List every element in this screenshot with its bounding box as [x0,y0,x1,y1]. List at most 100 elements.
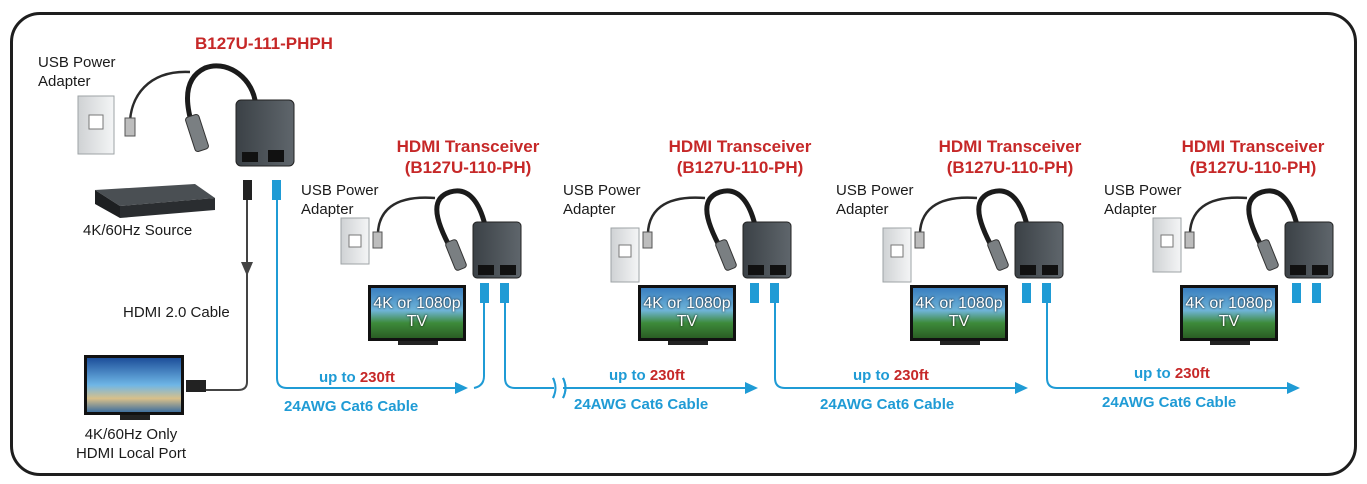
usb-adapter-label: USB Power Adapter [301,181,379,219]
rj45-connector-icon [480,283,489,303]
usb-adapter-line2: Adapter [38,73,91,90]
usb-adapter-line1: USB Power [38,54,116,71]
rj45-connector-icon [750,283,759,303]
tv-label-line2: TV [676,313,698,330]
rj45-connector-icon [1022,283,1031,303]
cat6-cable-lines [473,303,1287,389]
usb-adapter-line2: Adapter [1104,201,1157,218]
transceiver-title-text: HDMI Transceiver [938,137,1082,156]
local-port-line2: HDMI Local Port [75,445,187,462]
usb-adapter-label: USB Power Adapter [563,181,641,219]
transceiver-title-text: HDMI Transceiver [1181,137,1325,156]
wall-outlet-icon [340,217,370,265]
transceiver-model-text: (B127U-110-PH) [676,158,804,177]
usb-adapter-line1: USB Power [301,182,379,199]
rj45-connector-icon [500,283,509,303]
transceiver-device-icon [472,221,522,279]
tv-label-line2: TV [948,313,970,330]
transceiver-device-icon [742,221,792,279]
transceiver-title: HDMI Transceiver (B127U-110-PH) [655,136,825,178]
distance-value: 230ft [1174,365,1210,382]
usb-adapter-line1: USB Power [836,182,914,199]
transceiver-device-icon [1014,221,1064,279]
distance-prefix: up to [1134,365,1171,382]
rj45-connector-icon [1292,283,1301,303]
distance-prefix: up to [319,369,356,386]
distance-prefix: up to [853,367,890,384]
local-port-label: 4K/60Hz Only HDMI Local Port [68,425,194,463]
diagram-frame [10,12,1357,476]
distance-value: 230ft [893,367,929,384]
distance-label: up to 230ft [1134,365,1210,382]
distance-label: up to 230ft [319,369,395,386]
hdmi-plug-icon [445,239,467,271]
tv-icon [368,285,466,345]
distance-label: up to 230ft [853,367,929,384]
tv-icon [1180,285,1278,345]
transceiver-group-3 [882,188,1064,345]
b127u-111-device-icon [235,99,295,167]
tv-label-line1: 4K or 1080p [915,295,1003,312]
usb-plug-icon [1184,231,1195,249]
tv-label: 4K or 1080p TV [1183,295,1275,331]
cable-label: 24AWG Cat6 Cable [574,396,709,413]
usb-plug-icon [642,231,653,249]
distance-value: 230ft [359,369,395,386]
cat6-cable-line [276,200,455,389]
usb-adapter-line2: Adapter [563,201,616,218]
hdmi-plug-icon [186,380,206,392]
usb-plug-icon [372,231,383,249]
transceiver-title: HDMI Transceiver (B127U-110-PH) [1168,136,1338,178]
transceiver-title: HDMI Transceiver (B127U-110-PH) [383,136,553,178]
cable-label: 24AWG Cat6 Cable [820,396,955,413]
down-arrow-icon [241,262,253,276]
tv-label: 4K or 1080p TV [641,295,733,331]
tv-label-line1: 4K or 1080p [373,295,461,312]
transceiver-model-text: (B127U-110-PH) [946,158,1074,177]
tv-label-line1: 4K or 1080p [1185,295,1273,312]
local-tv-icon [84,355,184,420]
hdmi-connector-icon [243,180,252,200]
usb-plug-icon [124,117,136,137]
tv-label-line1: 4K or 1080p [643,295,731,312]
wall-outlet-icon [610,227,640,283]
transceiver-title: HDMI Transceiver (B127U-110-PH) [925,136,1095,178]
transceiver-group-4 [1152,188,1334,345]
transceiver-title-text: HDMI Transceiver [668,137,812,156]
transceiver-model-text: (B127U-110-PH) [404,158,532,177]
source-model-label: B127U-111-PHPH [195,34,333,53]
tv-icon [910,285,1008,345]
usb-adapter-label: USB Power Adapter [836,181,914,219]
tv-label-line2: TV [1218,313,1240,330]
distance-prefix: up to [609,367,646,384]
cable-label: 24AWG Cat6 Cable [284,398,419,415]
usb-power-cable [128,70,191,131]
tv-label: 4K or 1080p TV [913,295,1005,331]
usb-plug-icon [914,231,925,249]
distance-value: 230ft [649,367,685,384]
hdmi-cable-label: HDMI 2.0 Cable [123,304,230,321]
rj45-connector-icon [1312,283,1321,303]
tv-label-line2: TV [406,313,428,330]
hdmi-plug-icon [1257,239,1279,271]
local-port-line1: 4K/60Hz Only [84,426,178,443]
usb-adapter-line1: USB Power [563,182,641,199]
rj45-connector-icon [1042,283,1051,303]
transceiver-group-1 [340,188,522,345]
cable-label: 24AWG Cat6 Cable [1102,394,1237,411]
usb-adapter-label: USB Power Adapter [1104,181,1182,219]
media-player-icon [95,184,215,218]
hdmi-plug-icon [987,239,1009,271]
hdmi-plug-icon [715,239,737,271]
tv-icon [638,285,736,345]
rj45-connector-icon [272,180,281,200]
distance-label: up to 230ft [609,367,685,384]
tv-label: 4K or 1080p TV [371,295,463,331]
usb-adapter-label: USB Power Adapter [38,53,116,91]
transceiver-group-2 [610,188,792,345]
transceiver-device-icon [1284,221,1334,279]
rj45-connector-icon [770,283,779,303]
usb-adapter-line2: Adapter [301,201,354,218]
wall-outlet-icon [77,95,115,155]
